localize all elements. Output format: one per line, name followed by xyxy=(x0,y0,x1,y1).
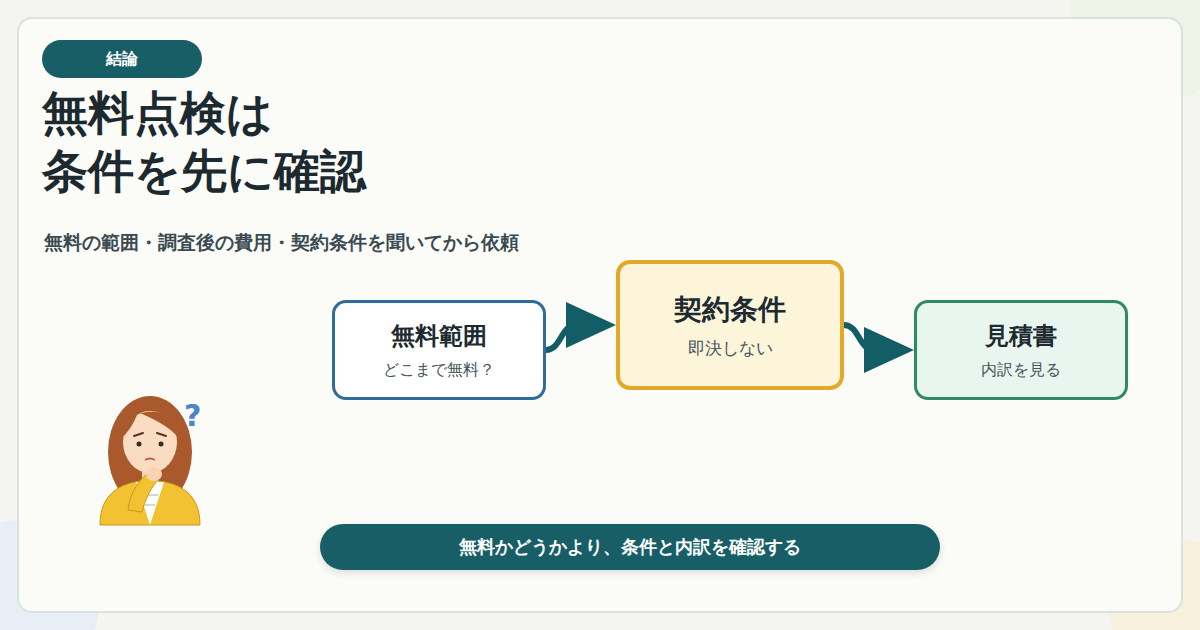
subtitle: 無料の範囲・調査後の費用・契約条件を聞いてから依頼 xyxy=(44,230,519,256)
node-heading: 見積書 xyxy=(985,320,1057,352)
node-subtext: どこまで無料？ xyxy=(383,360,495,381)
node-heading: 結論 xyxy=(106,49,138,70)
summary-band: 無料かどうかより、条件と内訳を確認する xyxy=(320,524,940,570)
node-subtext: 即決しない xyxy=(688,337,773,360)
process-box: 見積書内訳を見る xyxy=(914,300,1128,400)
flow-arrow xyxy=(546,325,576,350)
title: 無料点検は 条件を先に確認 xyxy=(42,84,562,200)
node-heading: 契約条件 xyxy=(674,291,786,329)
node-subtext: 内訳を見る xyxy=(981,360,1061,381)
question-mark: ? xyxy=(184,398,201,433)
process-box: 無料範囲どこまで無料？ xyxy=(332,300,546,400)
tag-pill: 結論 xyxy=(42,40,202,78)
flow-arrow xyxy=(844,325,874,350)
node-heading: 無料かどうかより、条件と内訳を確認する xyxy=(459,535,801,559)
card xyxy=(18,18,1182,612)
node-heading: 無料範囲 xyxy=(391,320,487,352)
process-box: 契約条件即決しない xyxy=(616,260,844,390)
